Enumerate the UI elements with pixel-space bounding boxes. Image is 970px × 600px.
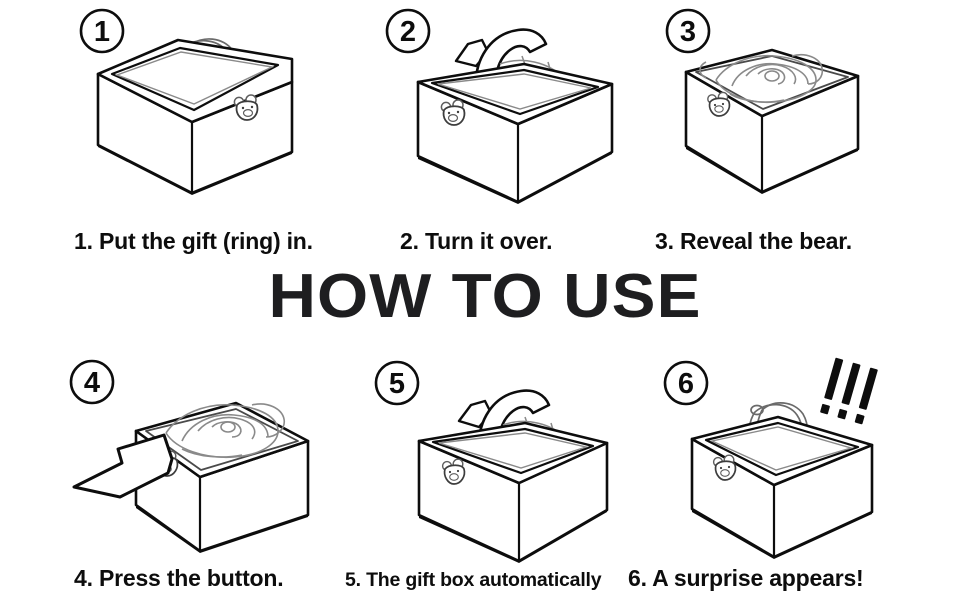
step-3-illustration: 3 bbox=[665, 8, 860, 194]
step-2: 2 bbox=[372, 4, 662, 219]
bear-face-button-icon[interactable] bbox=[441, 458, 466, 485]
step-4: 4 bbox=[60, 355, 370, 570]
gift-box-open bbox=[96, 38, 294, 195]
step-badge-circle bbox=[374, 360, 420, 406]
bear-on-lid-icon bbox=[699, 53, 824, 104]
step-badge-number: 5 bbox=[389, 368, 405, 400]
step-badge-number: 2 bbox=[400, 16, 416, 48]
gift-box-open bbox=[690, 415, 874, 559]
step-5-illustration: 5 bbox=[374, 360, 609, 563]
exclamation-marks-icon bbox=[820, 357, 878, 425]
step-badge-circle bbox=[79, 8, 125, 54]
gift-box-open-mirrored bbox=[417, 389, 609, 563]
bear-face-button-icon[interactable] bbox=[712, 454, 737, 481]
step-badge-circle bbox=[665, 8, 711, 54]
step-5-caption: 5. The gift box automatically bbox=[345, 569, 602, 591]
step-badge-circle bbox=[385, 8, 431, 54]
step-badge-number: 1 bbox=[94, 16, 110, 48]
step-4-illustration: 4 bbox=[69, 359, 310, 553]
bear-face-button-icon[interactable] bbox=[440, 99, 466, 126]
press-arrow-icon bbox=[72, 433, 174, 499]
step-badge-circle bbox=[69, 359, 115, 405]
step-6-caption: 6. A surprise appears! bbox=[628, 565, 864, 591]
bear-on-lid-icon bbox=[165, 403, 286, 459]
step-3-caption: 3. Reveal the bear. bbox=[655, 228, 852, 254]
step-badge-number: 6 bbox=[678, 368, 694, 400]
gift-box-closed bbox=[134, 401, 310, 553]
page-title: HOW TO USE bbox=[268, 262, 702, 331]
gift-box-open-mirrored bbox=[416, 28, 614, 204]
step-1: 1 bbox=[60, 4, 350, 219]
step-5: 5 bbox=[355, 355, 655, 575]
step-3: 3 bbox=[650, 4, 950, 219]
step-2-caption: 2. Turn it over. bbox=[400, 228, 553, 254]
step-badge-circle bbox=[663, 360, 709, 406]
step-badge-number: 3 bbox=[680, 16, 696, 48]
step-6: 6 bbox=[650, 355, 950, 575]
step-badge-number: 4 bbox=[84, 367, 100, 399]
step-2-illustration: 2 bbox=[385, 8, 614, 204]
step-4-caption: 4. Press the button. bbox=[74, 565, 284, 591]
bear-face-button-icon[interactable] bbox=[707, 91, 731, 117]
bear-face-button-icon[interactable] bbox=[233, 94, 259, 121]
step-6-illustration: 6 bbox=[663, 357, 878, 559]
step-1-illustration: 1 bbox=[79, 8, 294, 195]
step-1-caption: 1. Put the gift (ring) in. bbox=[74, 228, 313, 254]
